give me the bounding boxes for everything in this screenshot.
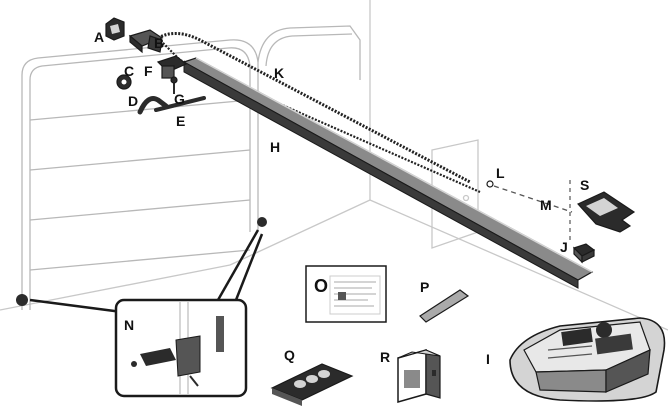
label-E: E	[176, 113, 185, 129]
door-detail-N	[114, 298, 248, 398]
label-O: O	[314, 276, 328, 296]
mounting-plate-S	[569, 180, 636, 240]
rail-H	[182, 57, 594, 289]
label-S: S	[580, 177, 589, 193]
label-F: F	[144, 63, 153, 79]
label-B: B	[154, 35, 164, 51]
chain-K	[157, 32, 471, 184]
part-P	[419, 289, 470, 323]
label-J: J	[560, 239, 568, 255]
header-bracket-A	[105, 17, 125, 41]
label-K: K	[274, 65, 284, 81]
label-H: H	[270, 139, 280, 155]
garage-door	[21, 25, 361, 310]
remote-Q	[270, 363, 354, 406]
label-P: P	[420, 279, 429, 295]
label-N: N	[124, 317, 134, 333]
bracket-J	[572, 243, 596, 264]
manual-sheet-O	[305, 265, 387, 323]
eye-L	[486, 180, 494, 188]
trolley-F	[156, 55, 188, 79]
pin-G	[170, 76, 178, 94]
part-C	[116, 74, 132, 90]
label-M: M	[540, 197, 552, 213]
label-A: A	[94, 29, 104, 45]
arm-D	[137, 96, 169, 115]
wall-control-R	[397, 349, 441, 403]
door-hardware-right	[257, 217, 267, 227]
label-Q: Q	[284, 347, 295, 363]
callout-lines-N	[29, 229, 264, 314]
motor-unit-I	[509, 317, 666, 402]
arm-E	[154, 96, 206, 112]
door-bracket-B	[128, 29, 164, 54]
label-C: C	[124, 63, 134, 79]
door-hardware-left	[16, 294, 28, 306]
label-D: D	[128, 93, 138, 109]
line-M	[493, 185, 573, 213]
label-R: R	[380, 349, 390, 365]
label-I: I	[486, 351, 490, 367]
chain-K-lower	[157, 37, 481, 194]
label-L: L	[496, 165, 505, 181]
label-G: G	[174, 91, 185, 107]
